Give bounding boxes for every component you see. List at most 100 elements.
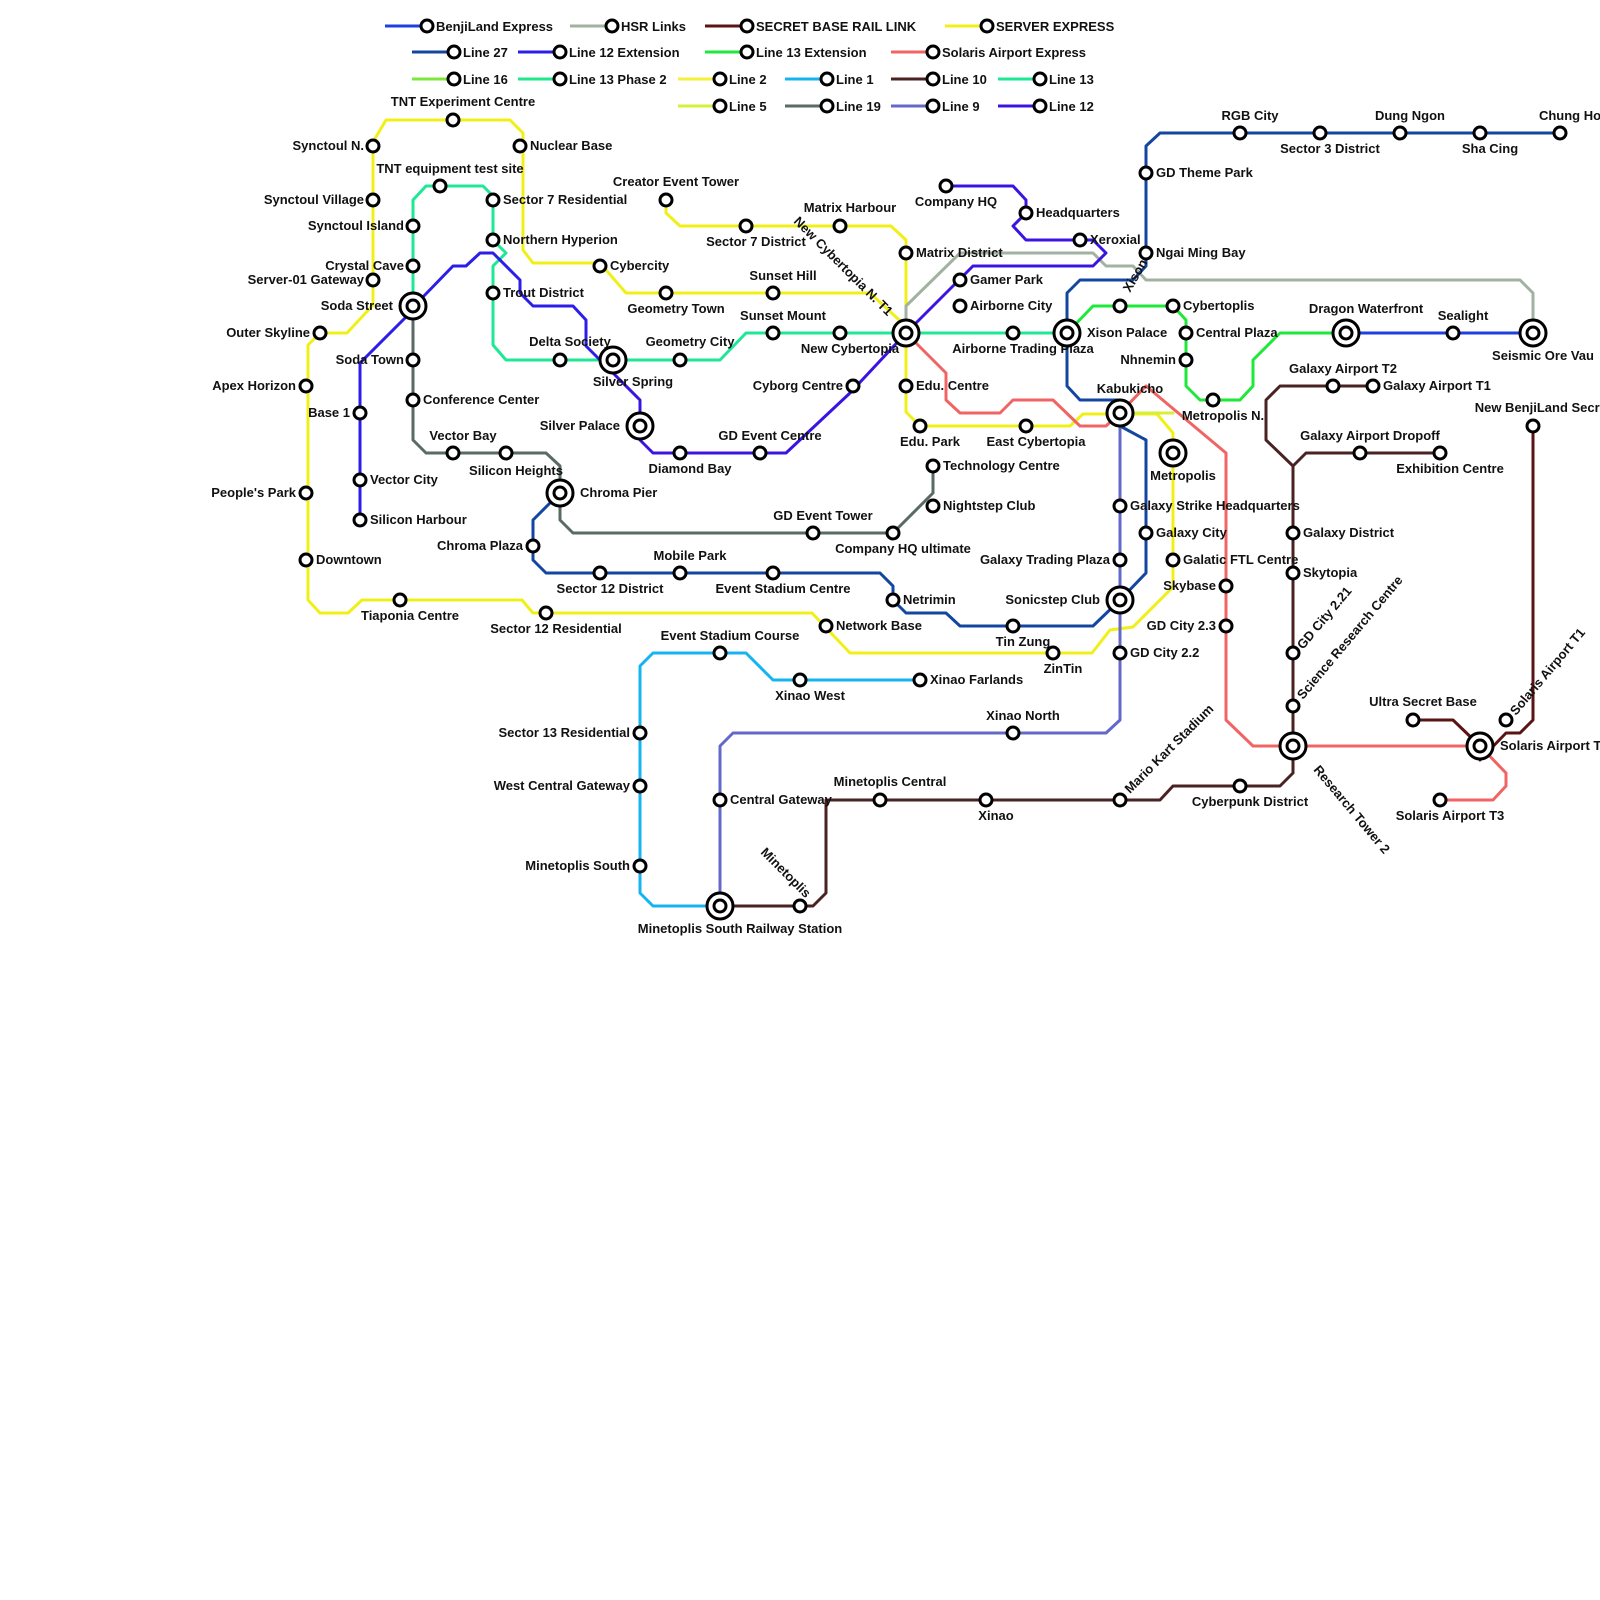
station-marker[interactable] [1232, 125, 1248, 141]
station-marker[interactable] [1018, 418, 1034, 434]
station-marker[interactable] [1165, 298, 1181, 314]
station-marker[interactable] [498, 445, 514, 461]
station-galaxy-airport-dropoff[interactable]: Galaxy Airport Dropoff [1300, 428, 1440, 461]
station-marker[interactable] [805, 525, 821, 541]
station-marker[interactable] [1525, 418, 1541, 434]
station-headquarters[interactable]: Headquarters [1018, 205, 1120, 221]
station-people-s-park[interactable]: People's Park [211, 485, 314, 501]
station-marker[interactable] [1112, 552, 1128, 568]
station-marker[interactable] [712, 645, 728, 661]
station-marker[interactable] [1018, 205, 1034, 221]
station-northern-hyperion[interactable]: Northern Hyperion [485, 232, 618, 248]
station-marker[interactable] [1312, 125, 1328, 141]
station-synctoul-village[interactable]: Synctoul Village [264, 192, 381, 208]
station-marker[interactable] [592, 258, 608, 274]
station-marker[interactable] [912, 672, 928, 688]
station-metropolis-n[interactable]: Metropolis N. [1182, 392, 1264, 423]
station-marker[interactable] [1072, 232, 1088, 248]
station-marker[interactable] [925, 458, 941, 474]
station-new-benjiland-secret[interactable]: New BenjiLand Secret [1475, 400, 1600, 434]
station-marker[interactable] [1112, 792, 1128, 808]
station-marker[interactable] [765, 565, 781, 581]
station-mobile-park[interactable]: Mobile Park [654, 548, 728, 581]
station-ngai-ming-bay[interactable]: Ngai Ming Bay [1138, 245, 1246, 261]
station-marker[interactable] [1112, 498, 1128, 514]
station-marker[interactable] [365, 192, 381, 208]
station-tin-zung[interactable]: Tin Zung [996, 618, 1051, 649]
station-marker[interactable] [885, 525, 901, 541]
station-marker[interactable] [952, 272, 968, 288]
station-skybase[interactable]: Skybase [1163, 578, 1234, 594]
station-galaxy-airport-t2[interactable]: Galaxy Airport T2 [1289, 361, 1397, 394]
station-silver-palace[interactable]: Silver Palace [540, 411, 655, 441]
station-sector-7-district[interactable]: Sector 7 District [706, 218, 807, 249]
station-solaris-airport-t1[interactable]: Solaris Airport T1 [1498, 625, 1588, 728]
station-marker[interactable] [832, 325, 848, 341]
station-diamond-bay[interactable]: Diamond Bay [648, 445, 732, 476]
station-marker[interactable] [1285, 565, 1301, 581]
station-xeroxial[interactable]: Xeroxial [1072, 232, 1141, 248]
station-marker[interactable] [658, 285, 674, 301]
station-downtown[interactable]: Downtown [298, 552, 382, 568]
station-marker[interactable] [1432, 445, 1448, 461]
station-soda-town[interactable]: Soda Town [336, 352, 421, 368]
station-network-base[interactable]: Network Base [818, 618, 922, 634]
station-marker[interactable] [632, 725, 648, 741]
station-marker[interactable] [1392, 125, 1408, 141]
station-xinao-north[interactable]: Xinao North [986, 708, 1060, 741]
station-marker[interactable] [1178, 352, 1194, 368]
station-marker[interactable] [1218, 578, 1234, 594]
station-marker[interactable] [1285, 698, 1301, 714]
station-xinao-farlands[interactable]: Xinao Farlands [912, 672, 1023, 688]
station-marker[interactable] [525, 538, 541, 554]
station-marker[interactable] [792, 672, 808, 688]
station-event-stadium-course[interactable]: Event Stadium Course [661, 628, 800, 661]
station-gd-event-centre[interactable]: GD Event Centre [718, 428, 822, 461]
station-marker[interactable] [1205, 392, 1221, 408]
station-skytopia[interactable]: Skytopia [1285, 565, 1358, 581]
station-ultra-secret-base[interactable]: Ultra Secret Base [1369, 694, 1477, 728]
station-marker[interactable] [445, 445, 461, 461]
station-matrix-district[interactable]: Matrix District [898, 245, 1003, 261]
station-gd-city-2-2[interactable]: GD City 2.2 [1112, 645, 1199, 661]
station-marker[interactable] [298, 378, 314, 394]
station-sonicstep-club[interactable]: Sonicstep Club [1005, 585, 1135, 615]
station-marker[interactable] [832, 218, 848, 234]
station-trout-district[interactable]: Trout District [485, 285, 585, 301]
station-marker[interactable] [818, 618, 834, 634]
station-marker[interactable] [978, 792, 994, 808]
station-marker[interactable] [485, 232, 501, 248]
station-marker[interactable] [512, 138, 528, 154]
station-marker[interactable] [898, 245, 914, 261]
station-marker[interactable] [1045, 645, 1061, 661]
station-cybertoplis[interactable]: Cybertoplis [1165, 298, 1255, 314]
station-marker[interactable] [1218, 618, 1234, 634]
station-marker[interactable] [765, 285, 781, 301]
station-marker[interactable] [1112, 645, 1128, 661]
station-airborne-city[interactable]: Airborne City [952, 298, 1053, 314]
station-minetoplis-central[interactable]: Minetoplis Central [834, 774, 947, 808]
station-marker[interactable] [925, 498, 941, 514]
station-marker[interactable] [792, 898, 808, 914]
station-sector-3-district[interactable]: Sector 3 District [1280, 125, 1381, 156]
station-gamer-park[interactable]: Gamer Park [952, 272, 1044, 288]
station-synctoul-island[interactable]: Synctoul Island [308, 218, 421, 234]
station-galaxy-city[interactable]: Galaxy City [1138, 525, 1228, 541]
station-marker[interactable] [405, 218, 421, 234]
station-marker[interactable] [1285, 645, 1301, 661]
station-sunset-mount[interactable]: Sunset Mount [740, 308, 827, 341]
station-marker[interactable] [352, 472, 368, 488]
station-technology-centre[interactable]: Technology Centre [925, 458, 1060, 474]
station-seismic-ore-vau[interactable]: Seismic Ore Vau [1492, 318, 1594, 363]
station-chung-ho[interactable]: Chung Ho [1539, 108, 1600, 141]
station-tnt-equipment-test-site[interactable]: TNT equipment test site [376, 161, 524, 194]
station-marker[interactable] [312, 325, 328, 341]
station-xinao[interactable]: Xinao [978, 792, 1014, 823]
station-vector-city[interactable]: Vector City [352, 472, 439, 488]
station-marker[interactable] [1552, 125, 1568, 141]
station-event-stadium-centre[interactable]: Event Stadium Centre [715, 565, 851, 596]
station-exhibition-centre[interactable]: Exhibition Centre [1396, 445, 1504, 476]
station-marker[interactable] [405, 258, 421, 274]
station-soda-street[interactable]: Soda Street [321, 291, 428, 321]
station-rgb-city[interactable]: RGB City [1221, 108, 1279, 141]
